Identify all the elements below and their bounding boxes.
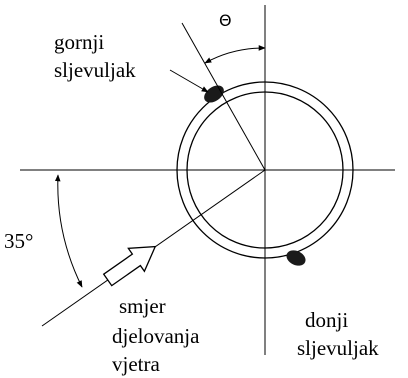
theta-radial-line: [181, 22, 266, 171]
upper-label-line2: sljevuljak: [54, 58, 136, 82]
upper-label-leader: [169, 69, 209, 93]
cylinder-inner: [186, 91, 344, 249]
theta-angle-arc: [204, 45, 266, 64]
wind-arrow-icon: [102, 245, 157, 287]
wind-label-line2: djelovanja: [112, 324, 200, 348]
angle-35-arc: [54, 174, 83, 288]
lower-label-line2: sljevuljak: [297, 336, 379, 360]
wind-label-line3: vjetra: [112, 352, 160, 376]
cylinder-outer: [176, 81, 354, 259]
wind-label-line1: smjer: [119, 294, 166, 318]
angle-label: 35°: [4, 229, 33, 253]
lower-label-line1: donji: [305, 308, 348, 332]
lower-separation-point: [286, 250, 306, 266]
upper-separation-point: [204, 85, 224, 103]
upper-label-line1: gornji: [54, 30, 104, 54]
theta-label: Θ: [219, 11, 232, 30]
